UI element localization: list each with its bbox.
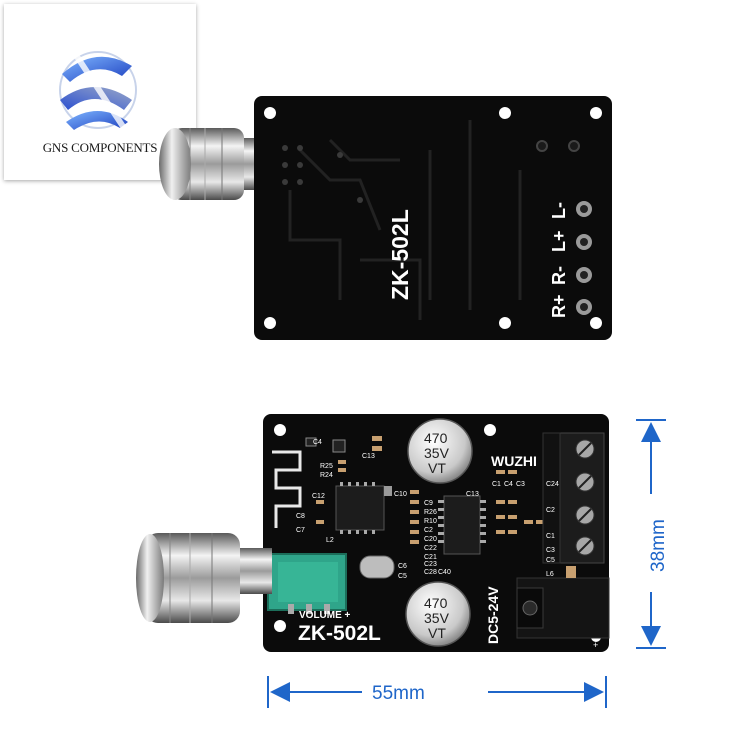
front-model-label: ZK-502L — [298, 622, 381, 645]
brand-label: WUZHI — [491, 453, 537, 469]
terminal-r-minus: R- — [549, 266, 569, 285]
svg-text:C7: C7 — [296, 527, 305, 534]
svg-text:C8: C8 — [296, 513, 305, 520]
width-dimension-label: 55mm — [372, 683, 425, 704]
svg-text:C22: C22 — [424, 545, 437, 552]
dc-power-jack — [516, 566, 610, 639]
svg-text:R24: R24 — [320, 472, 333, 479]
gns-logo-icon — [59, 50, 137, 130]
company-name: GNS COMPONENTS — [42, 140, 158, 155]
svg-text:C4: C4 — [504, 481, 513, 488]
svg-text:35V: 35V — [424, 445, 450, 461]
volume-knob — [136, 533, 272, 623]
svg-text:L6: L6 — [546, 571, 554, 578]
capacitor-right: 470 35V VT — [405, 581, 471, 647]
svg-text:C20: C20 — [424, 536, 437, 543]
svg-text:470: 470 — [424, 430, 448, 446]
svg-text:C21: C21 — [424, 554, 437, 561]
volume-label: VOLUME + — [299, 610, 351, 621]
svg-text:C24: C24 — [546, 481, 559, 488]
svg-text:C13: C13 — [466, 491, 479, 498]
svg-text:C5: C5 — [398, 573, 407, 580]
svg-text:C10: C10 — [394, 491, 407, 498]
svg-text:C12: C12 — [312, 493, 325, 500]
svg-text:C1: C1 — [492, 481, 501, 488]
terminal-l-plus: L+ — [549, 230, 569, 252]
svg-text:VT: VT — [428, 460, 446, 476]
logo-card: GNS COMPONENTS — [4, 4, 196, 180]
power-label: DC5-24V — [485, 586, 501, 644]
svg-text:C4: C4 — [313, 439, 322, 446]
svg-text:C5: C5 — [546, 557, 555, 564]
terminal-r-plus: R+ — [549, 294, 569, 318]
back-model-label: ZK-502L — [387, 209, 413, 300]
bluetooth-antenna-icon — [272, 450, 302, 528]
component-labels: C4 R25 R24 C13 C12 C8 C7 L2 C9 C10 C13 R… — [296, 439, 559, 580]
dimension-height: 38mm — [636, 419, 669, 649]
svg-text:VT: VT — [428, 625, 446, 641]
terminal-block — [542, 432, 605, 564]
svg-text:C1: C1 — [546, 533, 555, 540]
front-board: 470 35V VT 470 35V VT — [136, 414, 610, 652]
plus-mark: + — [593, 640, 598, 650]
svg-text:C40: C40 — [438, 569, 451, 576]
capacitor-left: 470 35V VT — [407, 418, 473, 484]
volume-potentiometer — [267, 553, 347, 614]
svg-text:C6: C6 — [398, 563, 407, 570]
svg-text:35V: 35V — [424, 610, 450, 626]
dimension-width: 55mm — [267, 676, 607, 708]
back-board: ZK-502L R+ R- L+ L- — [159, 96, 612, 340]
svg-text:C9: C9 — [424, 500, 433, 507]
svg-text:470: 470 — [424, 595, 448, 611]
svg-text:R25: R25 — [320, 463, 333, 470]
svg-text:C13: C13 — [362, 453, 375, 460]
height-dimension-label: 38mm — [648, 519, 669, 572]
back-terminal-pads — [576, 201, 592, 315]
svg-text:C2: C2 — [546, 507, 555, 514]
svg-text:C3: C3 — [516, 481, 525, 488]
svg-text:C2: C2 — [424, 527, 433, 534]
svg-text:C28: C28 — [424, 569, 437, 576]
svg-text:R26: R26 — [424, 509, 437, 516]
terminal-l-minus: L- — [549, 202, 569, 219]
svg-text:L2: L2 — [326, 537, 334, 544]
svg-text:C23: C23 — [424, 561, 437, 568]
svg-text:C3: C3 — [546, 547, 555, 554]
svg-text:R10: R10 — [424, 518, 437, 525]
